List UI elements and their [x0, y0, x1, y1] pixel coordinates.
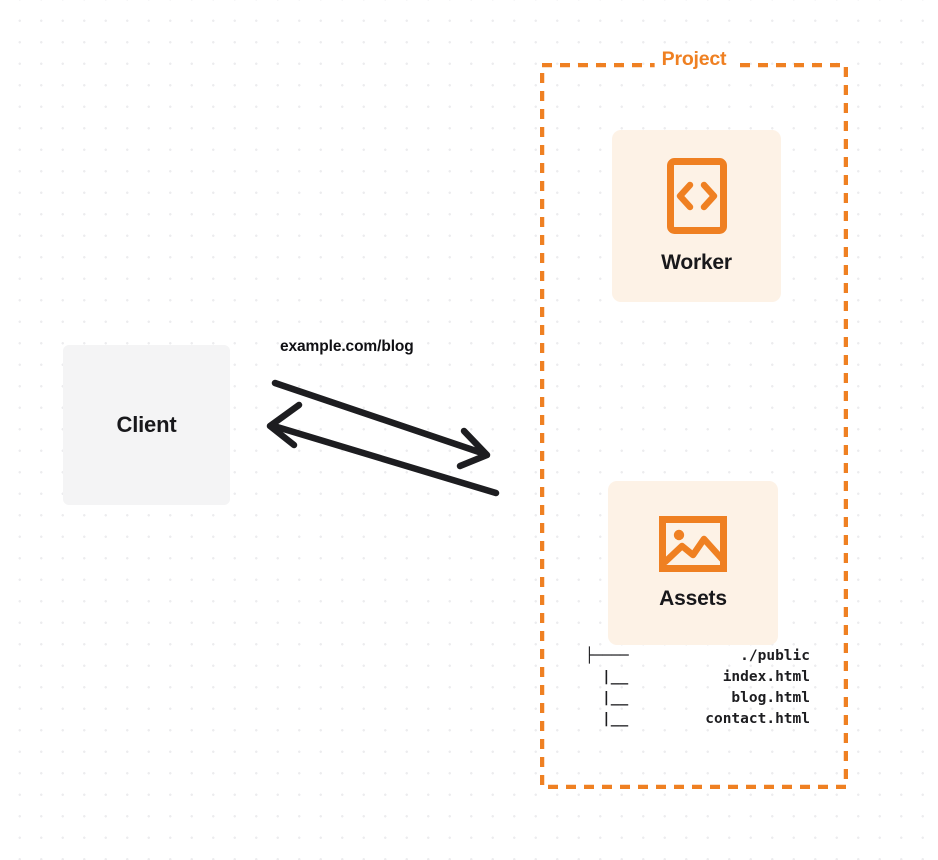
request-arrow	[271, 379, 491, 470]
project-container: Project Worker Assets ├──── ./public	[540, 48, 848, 789]
response-arrow	[266, 401, 500, 497]
tree-branch-glyph: |__	[602, 711, 629, 727]
worker-card[interactable]: Worker	[612, 130, 781, 302]
tree-branch-glyph: ├────	[585, 648, 629, 664]
tree-item-name: blog.html	[731, 690, 810, 706]
tree-branch-glyph: |__	[602, 669, 629, 685]
assets-file-tree: ├──── ./public |__ index.html |__ blog.h…	[585, 646, 810, 730]
worker-card-label: Worker	[661, 251, 732, 274]
file-tree-row: ├──── ./public	[585, 646, 810, 667]
client-node-label: Client	[116, 412, 177, 437]
file-tree-row: |__ contact.html	[585, 709, 810, 730]
connection-arrows	[266, 379, 500, 497]
image-icon	[659, 516, 727, 572]
assets-card-label: Assets	[659, 587, 727, 610]
tree-branch-glyph: |__	[602, 690, 629, 706]
project-title: Project	[654, 48, 734, 71]
assets-card[interactable]: Assets	[608, 481, 778, 645]
code-brackets-icon	[666, 158, 727, 234]
tree-item-name: index.html	[722, 669, 810, 685]
file-tree-row: |__ index.html	[585, 667, 810, 688]
tree-item-name: contact.html	[705, 711, 810, 727]
file-tree-row: |__ blog.html	[585, 688, 810, 709]
client-node: Client	[63, 345, 230, 505]
connection-label: example.com/blog	[280, 338, 414, 355]
tree-item-name: ./public	[740, 648, 810, 664]
